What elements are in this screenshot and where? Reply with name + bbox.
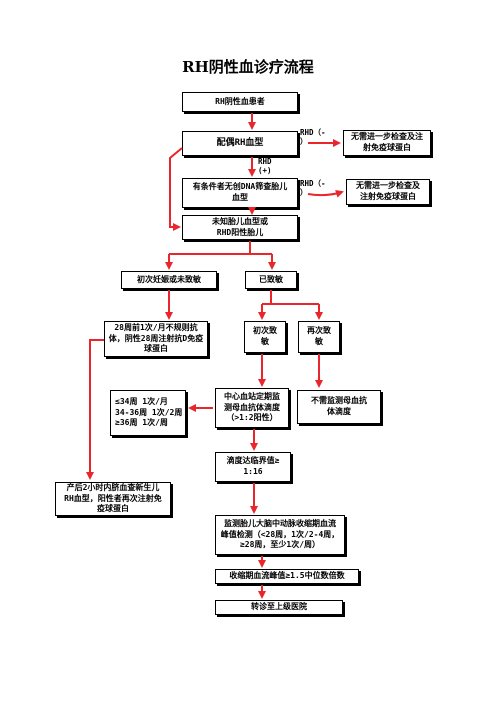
- node-test-schedule: ≤34周 1次/月 34-36周 1次/2周 ≥36周 1次/周: [110, 390, 186, 436]
- arrow-unknown-split: [169, 241, 272, 255]
- arrow-injection-to-postpartum: [86, 339, 104, 480]
- node-first-sensitized: 初次致 敏: [244, 321, 286, 353]
- node-unknown-fetal: 未知胎儿血型或 RHD阳性胎儿: [182, 215, 298, 240]
- node-no-monitor: 不需监测母血抗 体滴度: [297, 390, 381, 424]
- node-no-further-2: 无需进一步检查及 注射免疫球蛋白: [346, 179, 430, 205]
- arrow-dna-to-no-further: [307, 189, 344, 198]
- node-mca-monitor: 监测胎儿大脑中动脉收缩期血流 峰值检测（<28周，1次/2-4周， ≥28周，至…: [215, 515, 345, 555]
- arrow-spouse-bypass: [169, 147, 183, 231]
- node-center-monitor: 中心血站定期监 测母血抗体滴度 （>1:2阳性）: [215, 388, 289, 428]
- node-patient: RH阴性血患者: [182, 92, 298, 112]
- label-rhd-positive: RHD (+): [258, 157, 272, 175]
- label-rhd-negative-2: RHD（- ）: [300, 179, 326, 197]
- node-spouse: 配偶RH血型: [182, 131, 298, 156]
- node-no-further-1: 无需进一步检查及注 射免疫球蛋白: [343, 130, 431, 156]
- node-postpartum: 产后2小时内脐血查新生儿 RH血型，阳性者再次注射免 疫球蛋白: [55, 482, 171, 516]
- node-sensitized: 已致敏: [245, 271, 297, 289]
- node-dna-screen: 有条件者无创DNA筛查胎儿 血型: [182, 178, 298, 208]
- node-titer-threshold: 滴度达临界值≥ 1:16: [215, 452, 291, 482]
- node-first-unsensitized: 初次妊娠或未致敏: [121, 271, 217, 289]
- page-title: RH阴性血诊疗流程: [182, 58, 314, 76]
- node-mca-peak: 收缩期血流峰值≥1.5中位数倍数: [215, 569, 359, 584]
- node-again-sensitized: 再次致 敏: [298, 321, 340, 353]
- node-injection-28: 28周前1次/月不规则抗 体，阴性28周注射抗D免疫 球蛋白: [104, 321, 208, 357]
- node-referral: 转诊至上级医院: [215, 600, 343, 615]
- arrow-sensitized-split: [262, 290, 319, 305]
- label-rhd-negative-1: RHD（- ）: [300, 128, 326, 146]
